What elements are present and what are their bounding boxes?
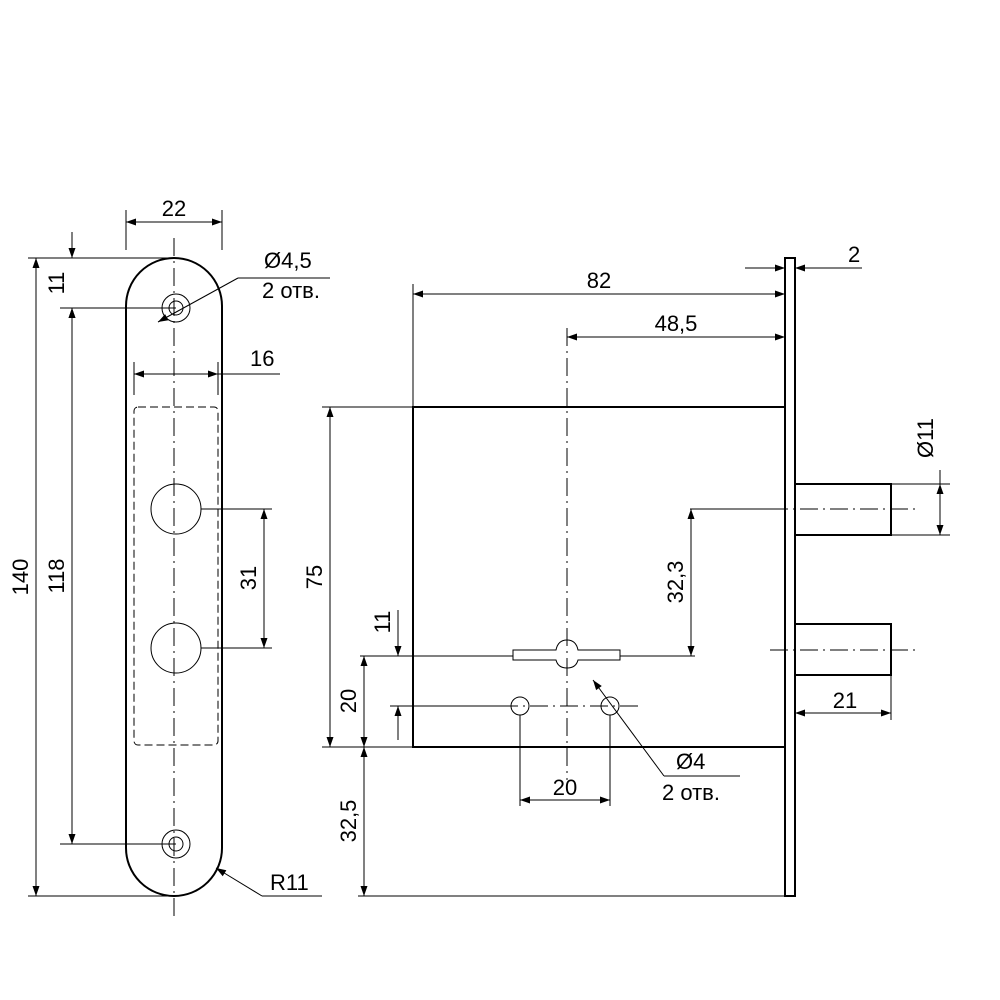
leader-small-hole (592, 679, 665, 777)
label-radius: R11 (270, 870, 309, 895)
label-plate-thickness: 2 (848, 242, 860, 267)
label-width: 22 (162, 196, 186, 221)
label-bolt-offset: 32,3 (663, 561, 688, 604)
label-small-hole-spec: Ø4 (676, 749, 705, 774)
keyhole (512, 639, 621, 669)
label-bolt-diameter: Ø11 (913, 418, 938, 458)
label-backset: 48,5 (655, 311, 698, 336)
label-hole-to-hole: 118 (44, 558, 69, 593)
label-hole-spacing: 31 (236, 566, 261, 590)
label-hole-count: 2 отв. (262, 278, 320, 303)
label-hole-pitch: 20 (553, 775, 577, 800)
cutout-hidden-outline (133, 406, 219, 746)
label-hole-row-offset: 20 (336, 689, 361, 713)
front-plate (784, 257, 796, 897)
lock-case (412, 406, 786, 748)
label-inner-width: 16 (250, 346, 274, 371)
label-edge-offset: 11 (44, 272, 69, 295)
label-hole-spec: Ø4,5 (264, 248, 312, 273)
faceplate-view: 22 Ø4,5 2 отв. 16 R11 140 118 11 31 (8, 196, 330, 918)
label-small-hole-count: 2 отв. (662, 780, 720, 805)
label-depth: 82 (587, 268, 611, 293)
leader-radius (215, 867, 263, 897)
leader-hole-spec (157, 277, 239, 323)
bolt-opening-upper (150, 483, 202, 535)
label-bottom-offset: 32,5 (336, 800, 361, 843)
lock-body-view: 82 48,5 2 20 21 Ø4 2 отв. 75 20 32,5 11 … (302, 242, 950, 897)
label-height: 75 (302, 565, 327, 589)
label-bolt-throw: 21 (833, 688, 857, 713)
label-overall-height: 140 (8, 559, 33, 596)
label-keyway-offset: 11 (370, 611, 395, 634)
bolt-opening-lower (150, 622, 202, 674)
